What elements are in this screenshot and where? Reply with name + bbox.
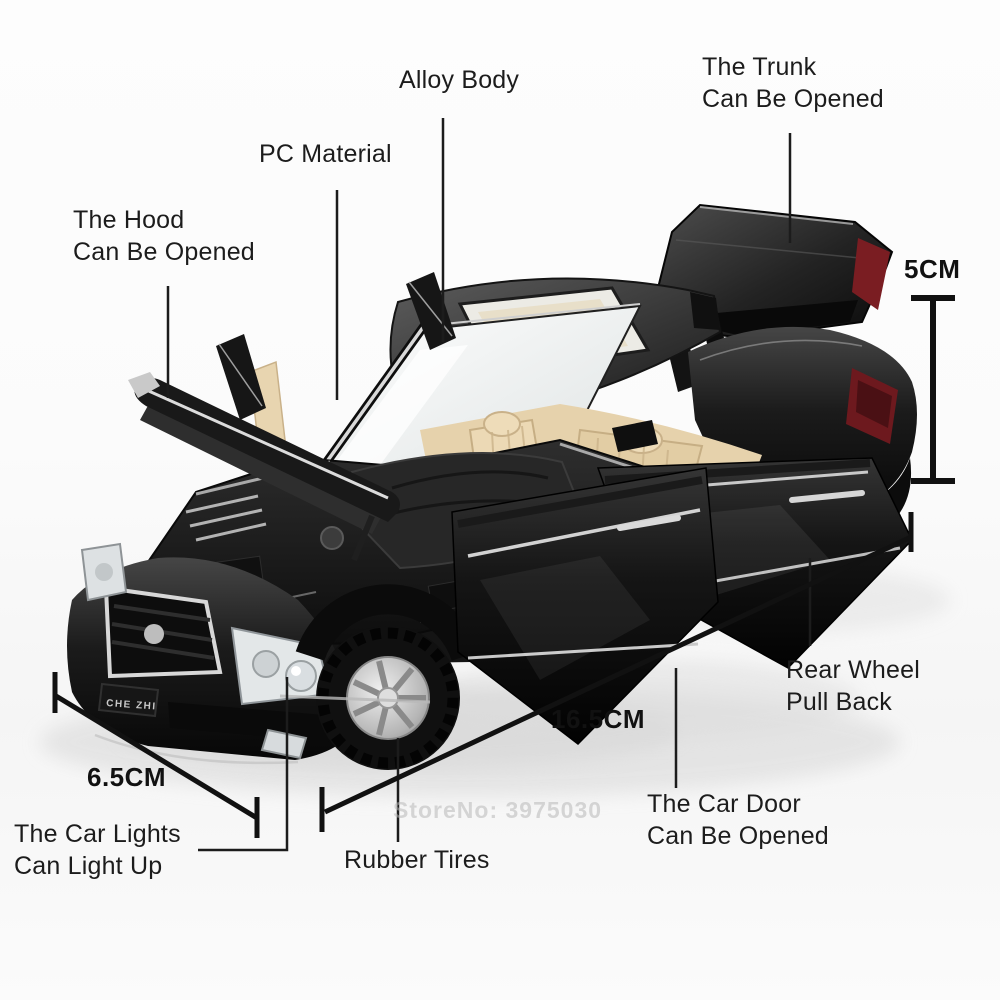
car-length-dimension (319, 512, 914, 832)
alloy-body-label: Alloy Body (399, 66, 520, 94)
car-door-label: The Car Door Can Be Opened (647, 788, 829, 852)
rear-wheel-label-line1: Rear Wheel (786, 656, 920, 684)
car-door-label-line2: Can Be Opened (647, 822, 829, 850)
rubber-tires-label: Rubber Tires (344, 846, 490, 874)
trunk-reflector (852, 238, 890, 310)
car-lights-label-line2: Can Light Up (14, 852, 163, 880)
leader-lines (166, 118, 812, 852)
front-door-handle (617, 515, 681, 531)
hood-label: The Hood Can Be Opened (73, 204, 255, 268)
trunk-height-dimension (911, 295, 955, 484)
front-fascia: CHE ZHI (67, 542, 356, 765)
store-watermark: StoreNo: 3975030 (393, 797, 603, 823)
car-length-value: 16.5CM (551, 704, 646, 734)
pc-material-label: PC Material (259, 140, 392, 168)
grille-badge (144, 624, 164, 644)
car-door-label-line1: The Car Door (647, 790, 801, 818)
side-mirror (612, 420, 658, 452)
fog-light (260, 728, 308, 760)
rear-wheel-label-line2: Pull Back (786, 688, 893, 716)
trunk-label-line1: The Trunk (702, 53, 817, 81)
car-lights-label-line1: The Car Lights (14, 820, 181, 848)
car-width-dimension (52, 672, 260, 838)
front-wheel (279, 584, 481, 770)
license-plate-text: CHE ZHI (106, 698, 157, 712)
trunk-label: The Trunk Can Be Opened (702, 51, 884, 115)
hood-label-line2: Can Be Opened (73, 238, 255, 266)
rear-wheel-label: Rear Wheel Pull Back (786, 654, 920, 718)
car-width-value: 6.5CM (87, 762, 167, 792)
car-lights-label: The Car Lights Can Light Up (14, 818, 181, 882)
rear-door-handle (789, 490, 865, 503)
trunk-height-value: 5CM (904, 254, 961, 284)
hood-label-line1: The Hood (73, 206, 185, 234)
dimension-lines (52, 295, 955, 838)
open-front-door (451, 467, 719, 745)
trunk-label-line2: Can Be Opened (702, 85, 884, 113)
open-hood (128, 372, 400, 562)
car-lights-leader-line (198, 677, 289, 852)
license-plate (97, 682, 160, 718)
